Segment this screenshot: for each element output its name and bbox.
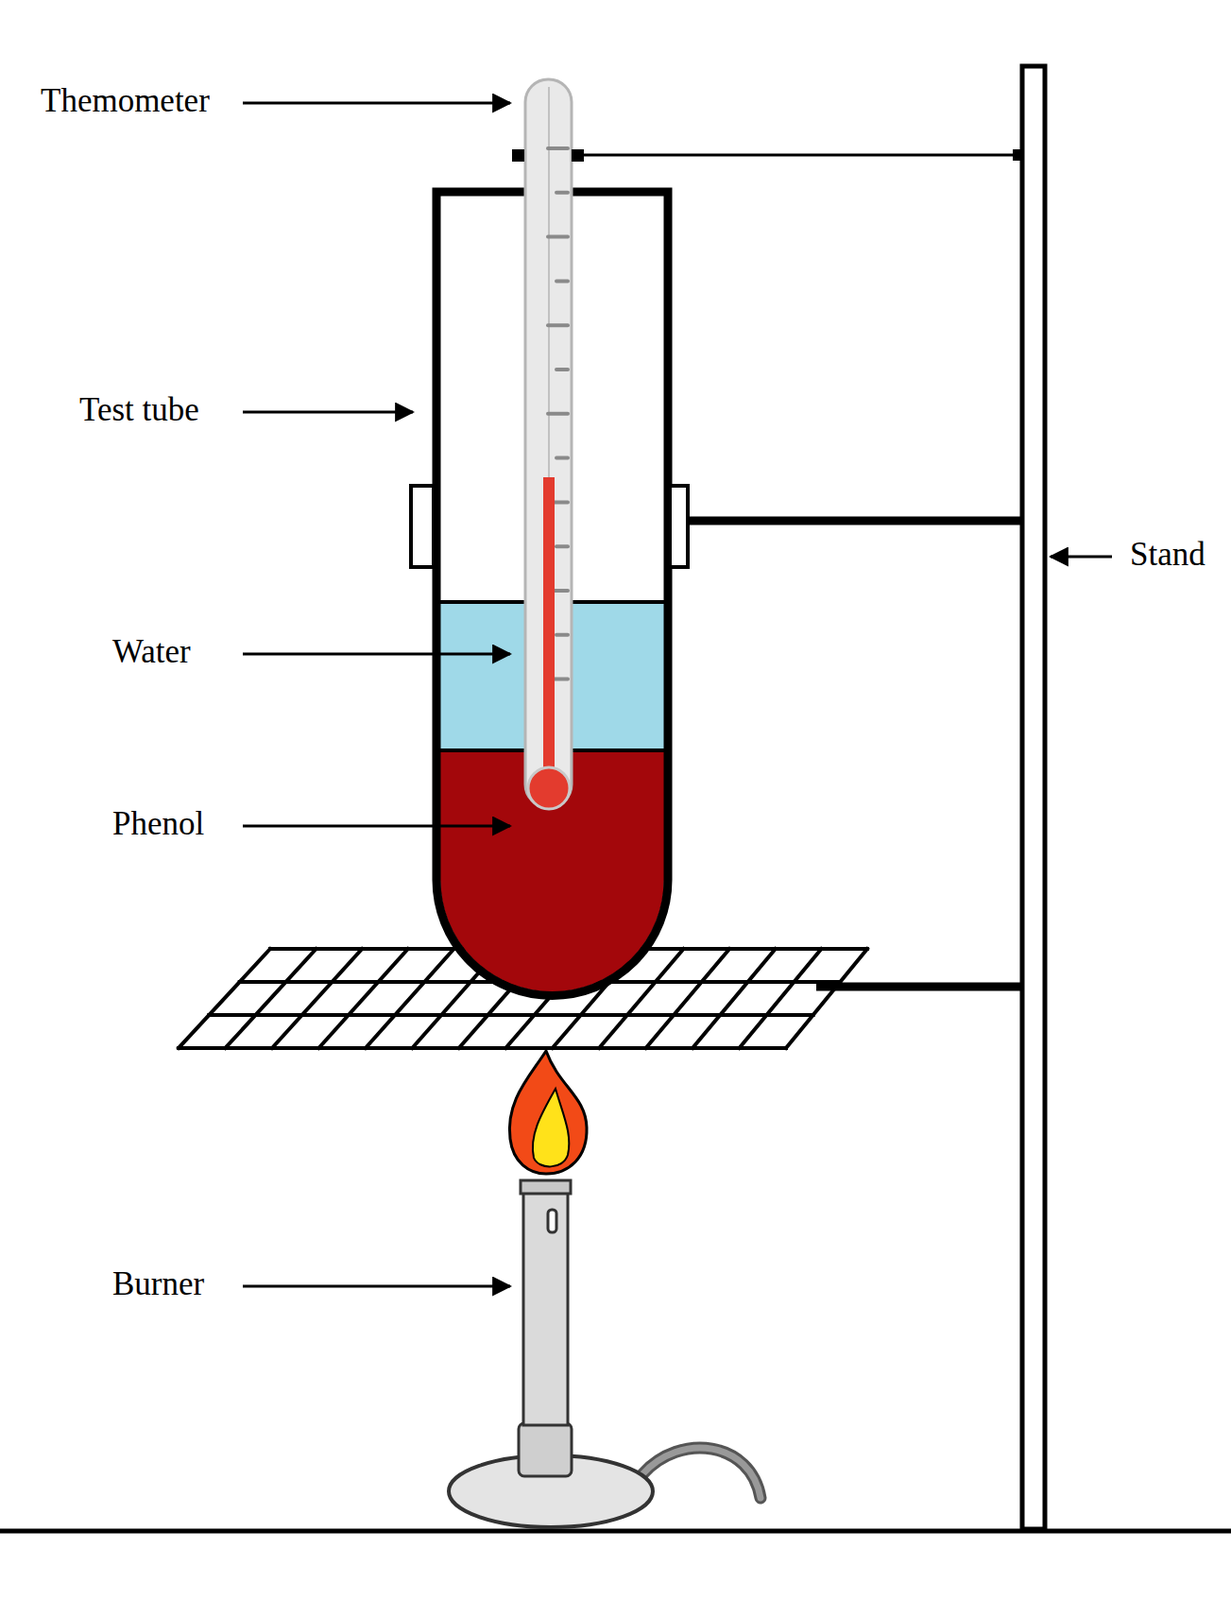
mercury-column <box>543 477 555 789</box>
part-label: Themometer <box>40 84 210 118</box>
scale-tick <box>547 235 568 240</box>
thermometer-tube <box>525 79 572 807</box>
scale-tick <box>556 367 568 372</box>
leader-arrow <box>1050 555 1112 559</box>
clamp-arm <box>685 516 1023 526</box>
flame-outer <box>509 1050 587 1174</box>
clamp-pad <box>410 485 434 567</box>
leader-arrow <box>242 410 413 414</box>
gauze-wire <box>224 948 316 1048</box>
leader-arrow <box>242 1284 511 1288</box>
part-label: Test tube <box>79 393 200 427</box>
gas-hose <box>642 1447 761 1498</box>
stand-rod <box>1022 66 1045 1529</box>
holder-clip <box>512 149 525 162</box>
leader-arrow <box>242 102 511 105</box>
thermometer-bulb <box>528 767 570 809</box>
gauze-wire <box>739 948 822 1048</box>
gauze-wire <box>318 948 408 1048</box>
scale-tick <box>556 544 568 548</box>
scale-tick <box>547 411 568 416</box>
holder-clip <box>571 149 584 162</box>
part-label: Burner <box>112 1266 205 1300</box>
gauze-arm <box>816 982 1023 992</box>
gauze-wire <box>178 948 271 1048</box>
part-label: Stand <box>1129 537 1206 571</box>
gauze-wire <box>786 948 868 1048</box>
air-hole <box>547 1209 557 1232</box>
scale-tick <box>556 456 568 461</box>
gauze-wire <box>272 948 362 1048</box>
part-label: Phenol <box>112 806 205 840</box>
flame-inner <box>532 1088 569 1166</box>
leader-arrow <box>242 652 511 656</box>
clamp-pad <box>669 485 688 567</box>
scale-tick <box>556 632 568 637</box>
phenol-layer <box>434 750 671 1006</box>
burner-barrel <box>523 1183 568 1425</box>
part-label: Water <box>112 634 191 668</box>
leader-arrow <box>242 824 511 828</box>
gas-hose <box>642 1447 761 1498</box>
burner-collar <box>518 1422 572 1476</box>
burner-rim <box>520 1179 571 1194</box>
gauze-wire <box>692 948 776 1048</box>
scale-tick <box>556 278 568 283</box>
scale-tick <box>556 190 568 195</box>
thermometer-holder <box>514 153 1021 157</box>
gauze-wire <box>365 948 455 1048</box>
holder-clip <box>1012 149 1025 161</box>
scale-tick <box>547 146 568 151</box>
gauze-wire <box>646 948 731 1048</box>
scale-tick <box>547 323 568 327</box>
